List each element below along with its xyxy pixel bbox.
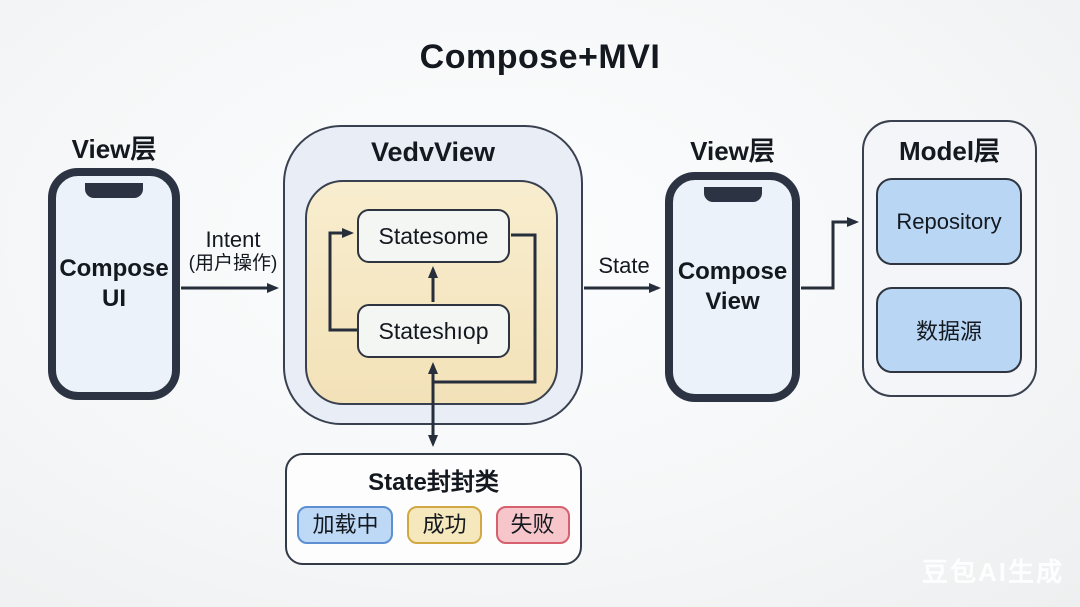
left-phone-label: Compose UI: [59, 255, 169, 312]
model-heading: Model层: [898, 136, 1001, 166]
intent-sublabel: (用户操作): [188, 253, 278, 275]
state-badge-row: 加载中 成功 失败: [287, 506, 580, 544]
phone-notch-icon: [703, 187, 762, 202]
state-class-box: State封封类 加载中 成功 失败: [285, 453, 582, 565]
state-edge-label: State: [586, 253, 662, 279]
state-badge-loading: 加载中: [297, 506, 394, 544]
viewmodel-title: VedvView: [370, 137, 496, 167]
left-view-heading: View层: [71, 134, 157, 164]
node-statesome: Statesome: [357, 209, 510, 263]
right-phone: Compose View: [665, 172, 800, 402]
model-item-datasource: 数据源: [876, 287, 1022, 373]
watermark: 豆包AI生成: [921, 557, 1064, 587]
state-box-title: State封封类: [368, 469, 499, 496]
model-item-repository: Repository: [876, 178, 1022, 265]
state-badge-success: 成功: [407, 506, 482, 544]
state-badge-failure: 失败: [495, 506, 570, 544]
intent-label: Intent: [205, 227, 261, 252]
left-phone: Compose UI: [48, 168, 180, 400]
phone-notch-icon: [85, 183, 143, 198]
view-to-model-connector: [801, 217, 859, 290]
state-label: State: [598, 253, 650, 278]
right-view-heading: View层: [690, 136, 775, 166]
node-stateshiop: Stateshıop: [357, 304, 510, 358]
intent-edge-label: Intent (用户操作): [178, 227, 288, 276]
right-phone-label: Compose View: [677, 258, 788, 315]
page-title: Compose+MVI: [419, 38, 661, 76]
